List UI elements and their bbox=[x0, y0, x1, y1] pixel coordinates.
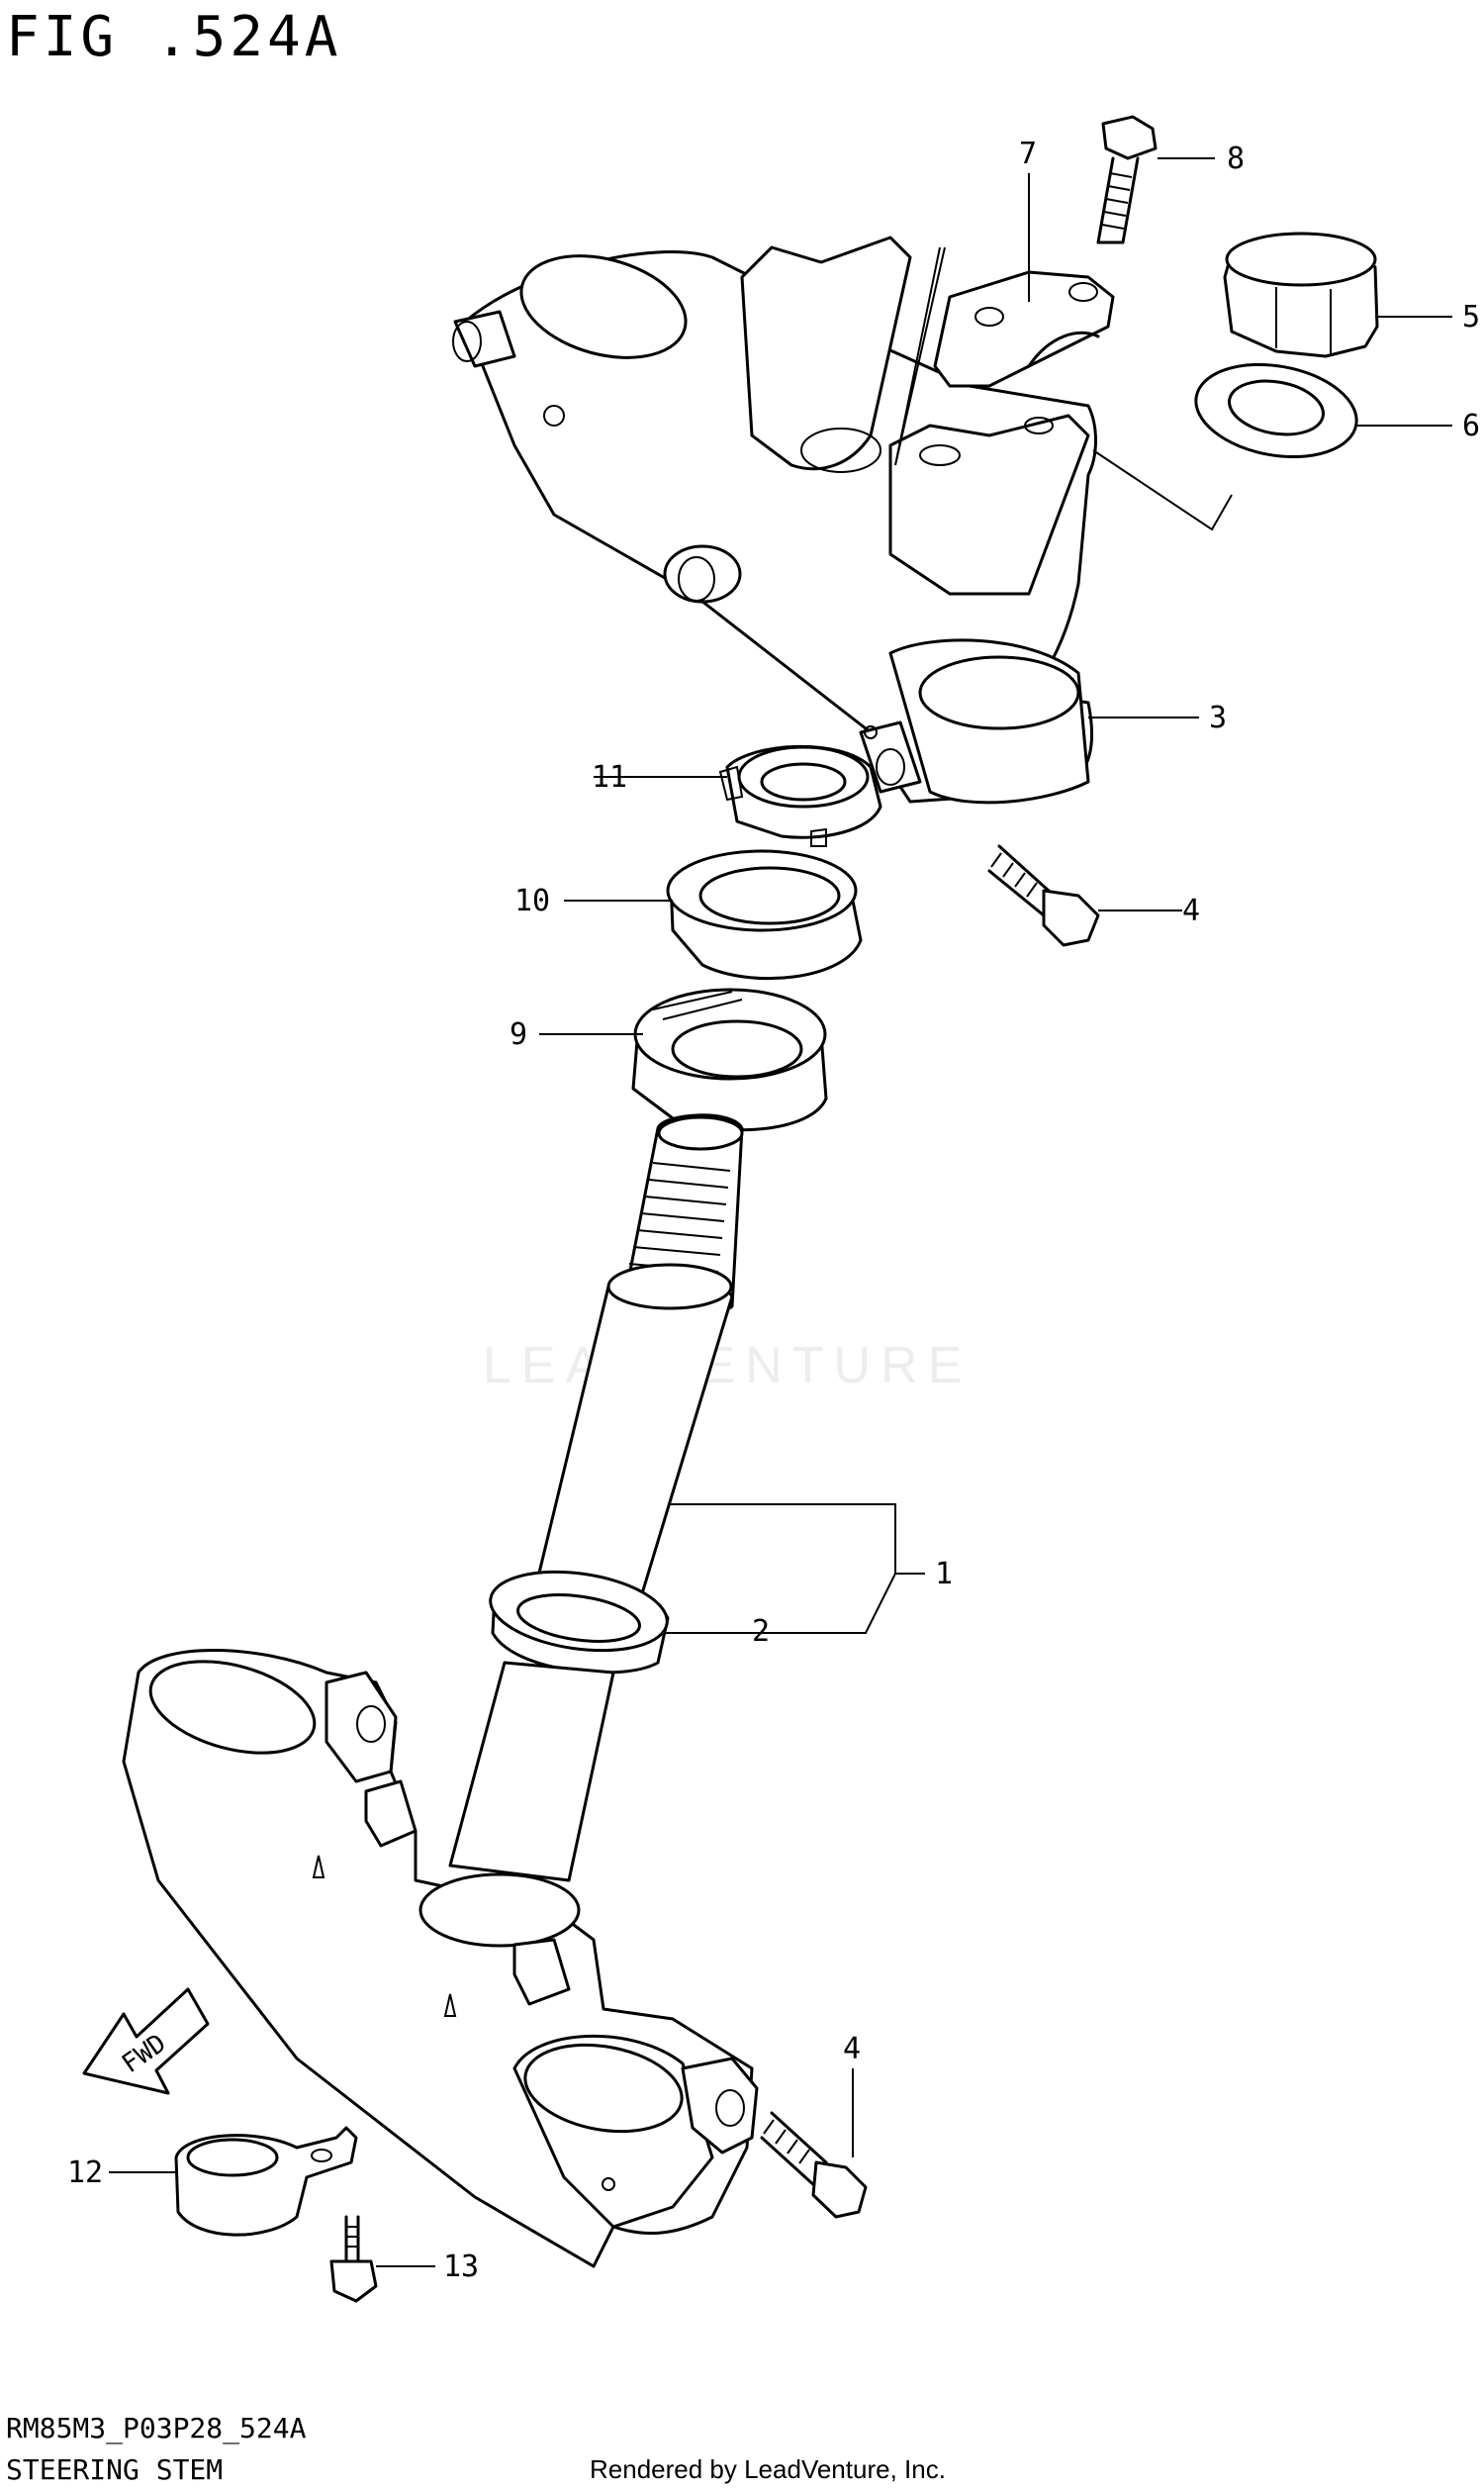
callout-7: 7 bbox=[1019, 137, 1037, 171]
leader-lines bbox=[109, 157, 1452, 2267]
watermark: LEADVENTURE bbox=[483, 1337, 973, 1394]
bolt-13[interactable] bbox=[329, 2215, 378, 2303]
callout-1: 1 bbox=[935, 1557, 953, 1591]
rendered-by-credit: Rendered by LeadVenture, Inc. bbox=[590, 2454, 946, 2484]
steering-stem[interactable] bbox=[532, 1113, 744, 1625]
washer-6[interactable] bbox=[1188, 352, 1363, 468]
handlebar-holder[interactable] bbox=[933, 270, 1115, 388]
bearing-9[interactable] bbox=[631, 988, 828, 1132]
callout-6: 6 bbox=[1462, 409, 1480, 443]
callout-9: 9 bbox=[510, 1017, 527, 1052]
callout-4-lower: 4 bbox=[843, 2032, 861, 2066]
clamp-12[interactable] bbox=[174, 2126, 358, 2237]
callout-11: 11 bbox=[592, 760, 627, 795]
bolt-4-lower[interactable] bbox=[760, 2111, 868, 2219]
callout-13: 13 bbox=[443, 2250, 479, 2284]
dust-seal-10[interactable] bbox=[666, 849, 863, 981]
callout-4-upper: 4 bbox=[1182, 894, 1200, 928]
diagram-code: RM85M3_P03P28_524A bbox=[6, 2412, 307, 2444]
stem-seal-2[interactable] bbox=[448, 1562, 672, 1882]
bolt-4-upper[interactable] bbox=[987, 844, 1100, 947]
callout-2: 2 bbox=[752, 1614, 770, 1649]
callout-numbers: 1 2 3 4 4 5 6 7 8 9 10 11 12 13 bbox=[67, 137, 1480, 2284]
lower-bracket[interactable] bbox=[122, 1645, 759, 2268]
cap-5[interactable] bbox=[1223, 232, 1379, 358]
fwd-arrow-icon: FWD bbox=[82, 1987, 210, 2095]
steering-nut-11[interactable] bbox=[718, 744, 882, 847]
bolt-8[interactable] bbox=[1096, 115, 1158, 244]
callout-5: 5 bbox=[1462, 300, 1480, 335]
callout-12: 12 bbox=[67, 2155, 103, 2190]
section-title: STEERING STEM bbox=[6, 2453, 224, 2486]
callout-10: 10 bbox=[514, 884, 550, 918]
callout-3: 3 bbox=[1209, 701, 1227, 735]
upper-bracket[interactable] bbox=[452, 236, 1097, 805]
figure-title: FIG .524A bbox=[6, 5, 342, 69]
callout-8: 8 bbox=[1227, 142, 1245, 176]
